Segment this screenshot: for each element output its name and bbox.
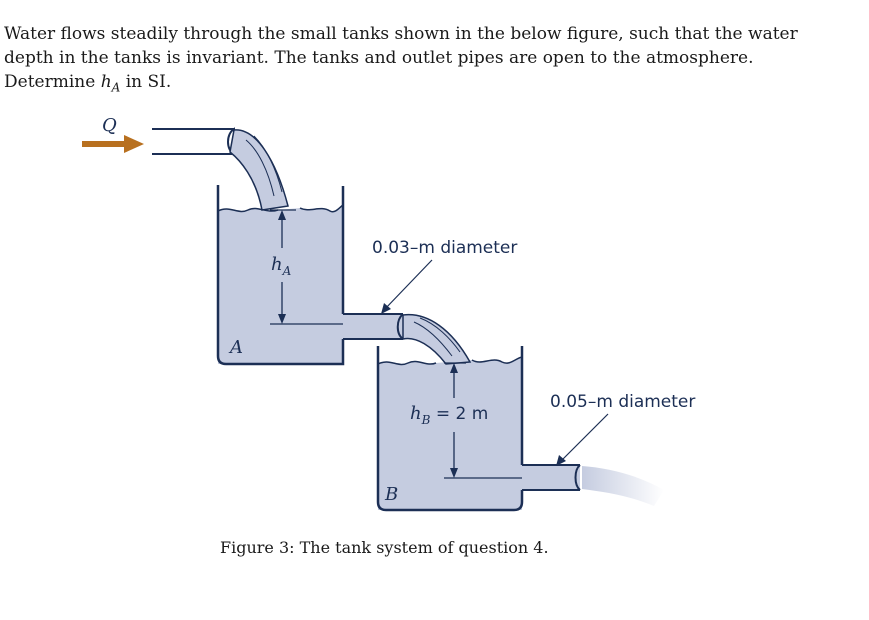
problem-line-3: Determine hA in SI. <box>4 70 804 99</box>
pipe-1-leader <box>383 259 433 311</box>
tank-b-surface <box>377 360 437 366</box>
tank-b-wall <box>376 346 524 512</box>
inlet-pipe <box>152 128 234 155</box>
pipe-1-leader-arrowhead <box>381 303 391 314</box>
tank-a-wall <box>216 185 345 366</box>
problem-line-3-suffix: in SI. <box>120 72 172 92</box>
tank-a-surface <box>217 207 279 213</box>
problem-line-3-prefix: Determine <box>4 72 101 92</box>
hb-label-sub: B <box>421 413 431 427</box>
hb-dimension <box>444 362 522 479</box>
ha-label: hA <box>271 254 292 278</box>
jet-a-streak <box>245 139 275 197</box>
tank-b-label: B <box>384 484 398 505</box>
ha-label-main: h <box>271 254 283 275</box>
outlet-jet <box>582 466 664 506</box>
hb-label-value: = 2 m <box>430 404 488 424</box>
pipe-1-diameter-label: 0.03–m diameter <box>372 238 517 258</box>
pipe-a-to-b-mouth <box>396 313 404 340</box>
inflow-arrow <box>82 135 144 153</box>
tank-a-label: A <box>228 337 243 358</box>
problem-statement: Water flows steadily through the small t… <box>4 22 804 99</box>
ha-dimension <box>270 209 343 325</box>
tank-a-surface <box>299 204 344 213</box>
pipe-2-diameter-label: 0.05–m diameter <box>550 392 695 412</box>
hb-label: hB = 2 m <box>410 403 488 427</box>
jet-b-streak <box>419 317 461 353</box>
jet-into-tank-b <box>402 313 472 365</box>
jet-b-streak <box>413 321 453 357</box>
ha-label-sub: A <box>282 264 292 278</box>
figure-caption: Figure 3: The tank system of question 4. <box>220 538 549 557</box>
jet-a-streak <box>253 135 283 193</box>
hb-label-main: h <box>410 403 422 424</box>
tank-b-surface <box>471 356 523 364</box>
problem-variable-h: h <box>100 72 112 92</box>
pipe-2-leader <box>559 413 609 463</box>
problem-line-1: Water flows steadily through the small t… <box>4 24 798 44</box>
flow-label-q: Q <box>102 115 117 136</box>
outlet-pipe-water <box>522 465 580 490</box>
jet-into-tank-a <box>229 129 289 211</box>
pipe-a-to-b-water <box>343 314 403 339</box>
pipe-2-leader-arrowhead <box>556 455 566 466</box>
tank-b-water <box>378 357 522 510</box>
problem-variable-sub: A <box>111 80 121 95</box>
problem-line-2: depth in the tanks is invariant. The tan… <box>4 48 754 68</box>
outlet-pipe-mouth <box>574 464 581 491</box>
